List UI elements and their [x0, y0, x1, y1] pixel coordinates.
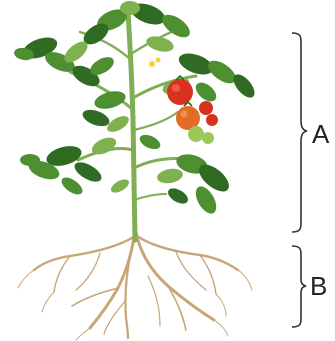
shoot-bracket [292, 33, 307, 232]
shoot-label: A [312, 121, 329, 147]
root-label: B [310, 273, 327, 299]
stem [70, 12, 196, 240]
root-bracket [292, 246, 306, 327]
root-system [18, 232, 252, 340]
